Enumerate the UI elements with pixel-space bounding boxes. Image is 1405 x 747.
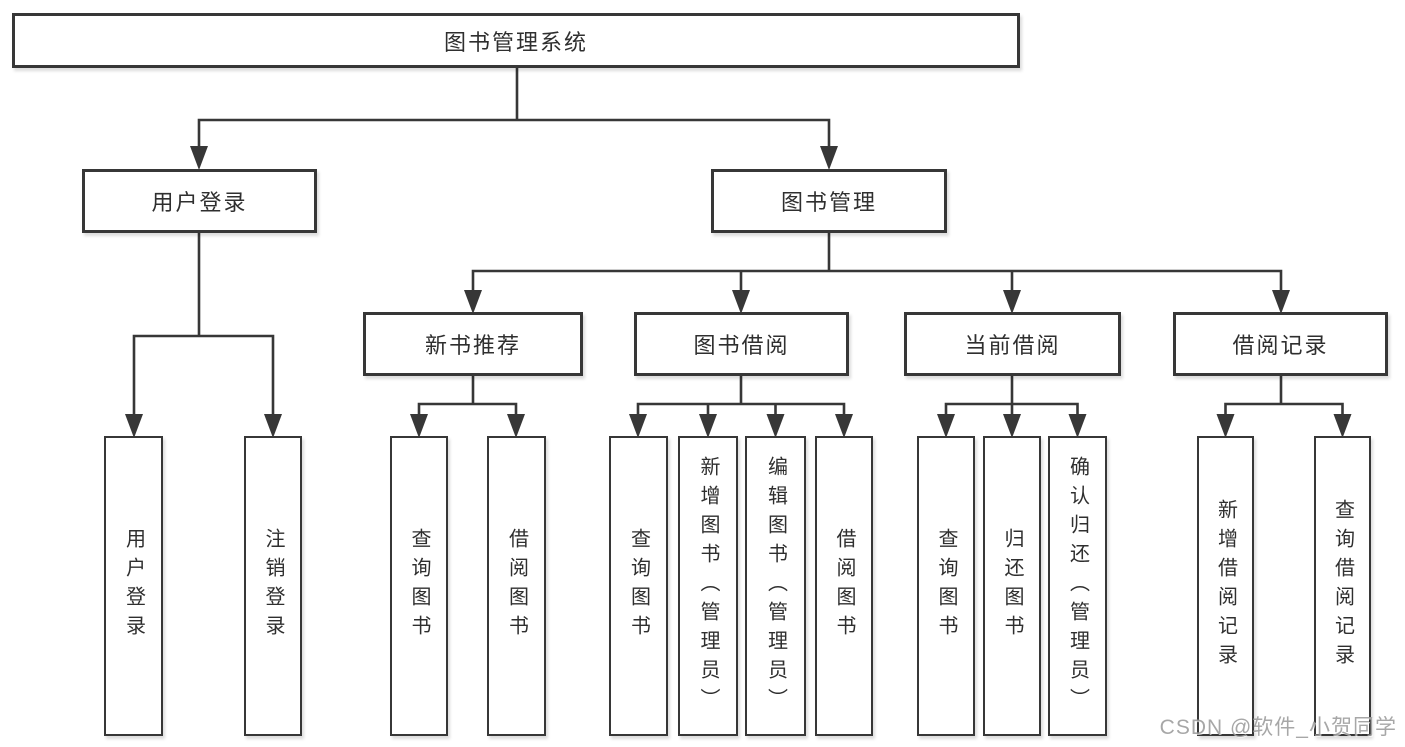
leaf-query-borrow-record-label: 查询借阅记录 [1331,499,1354,673]
node-branch-book-mgmt-label: 图书管理 [780,190,877,215]
node-branch-user-login: 用户登录 [82,169,317,233]
leaf-add-borrow-record: 新增借阅记录 [1197,436,1254,736]
connector-root-to-branches [190,66,838,170]
connector-line [197,66,831,152]
arrow-down-icon [410,414,428,438]
node-root-label: 图书管理系统 [443,29,588,55]
arrow-down-icon [1003,414,1021,438]
arrow-down-icon [1333,414,1352,438]
arrow-down-icon [835,414,853,438]
connector-line [132,231,275,418]
connector-line [944,374,1079,418]
node-root-system: 图书管理系统 [12,13,1020,68]
leaf-edit-books-admin-label: 编辑图书（管理员） [764,455,787,717]
leaf-logout: 注销登录 [244,436,302,736]
leaf-edit-books-admin: 编辑图书（管理员） [745,436,806,736]
node-group-current-borrow-label: 当前借阅 [964,333,1061,358]
node-branch-book-mgmt: 图书管理 [711,169,947,233]
node-group-borrow-records-label: 借阅记录 [1232,333,1329,358]
arrow-down-icon [507,414,525,438]
connector-line [471,231,1283,293]
leaf-borrow-query-books-label: 查询图书 [627,528,650,644]
connector-line [1224,374,1344,418]
leaf-current-query-books-label: 查询图书 [935,528,957,644]
arrow-down-icon [1272,290,1290,314]
arrow-down-icon [766,414,785,438]
leaf-user-login: 用户登录 [104,436,163,736]
node-group-book-borrow: 图书借阅 [634,312,849,376]
watermark: CSDN @软件_小贺同学 [1159,716,1397,739]
leaf-current-query-books: 查询图书 [917,436,975,736]
leaf-rec-borrow-books-label: 借阅图书 [505,528,528,644]
leaf-logout-label: 注销登录 [262,528,284,644]
arrow-down-icon [1068,414,1087,438]
connector-book-borrow-to-leaves [629,374,853,438]
leaf-borrow-books-label: 借阅图书 [833,528,855,644]
node-group-new-book-rec-label: 新书推荐 [424,333,521,358]
arrow-down-icon [1003,290,1021,314]
leaf-user-login-label: 用户登录 [122,528,145,644]
leaf-rec-query-books: 查询图书 [390,436,448,736]
arrow-down-icon [464,290,482,314]
leaf-return-books-label: 归还图书 [1001,528,1023,644]
node-group-borrow-records: 借阅记录 [1173,312,1388,376]
node-group-book-borrow-label: 图书借阅 [693,333,790,358]
arrow-down-icon [125,414,143,438]
leaf-confirm-return-admin: 确认归还（管理员） [1048,436,1107,736]
arrow-down-icon [820,146,838,170]
leaf-rec-query-books-label: 查询图书 [408,528,430,644]
connector-book-mgmt-to-groups [464,231,1290,314]
arrow-down-icon [937,414,955,438]
leaf-add-books-admin-label: 新增图书（管理员） [697,455,719,717]
connector-user-login-to-leaves [125,231,282,438]
leaf-add-borrow-record-label: 新增借阅记录 [1214,499,1237,673]
arrow-down-icon [629,414,647,438]
node-group-new-book-rec: 新书推荐 [363,312,583,376]
connector-new-book-rec-to-leaves [410,374,525,438]
leaf-rec-borrow-books: 借阅图书 [487,436,546,736]
arrow-down-icon [190,146,208,170]
leaf-add-books-admin: 新增图书（管理员） [678,436,738,736]
leaf-return-books: 归还图书 [983,436,1041,736]
node-branch-user-login-label: 用户登录 [151,190,248,215]
connector-borrow-records-to-leaves [1216,374,1352,438]
arrow-down-icon [732,290,750,314]
arrow-down-icon [699,414,717,438]
connector-line [636,374,846,418]
connector-current-borrow-to-leaves [937,374,1087,438]
arrow-down-icon [1216,414,1235,438]
leaf-borrow-books: 借阅图书 [815,436,873,736]
leaf-confirm-return-admin-label: 确认归还（管理员） [1066,455,1089,717]
leaf-borrow-query-books: 查询图书 [609,436,668,736]
arrow-down-icon [264,414,282,438]
connector-line [417,374,518,418]
node-group-current-borrow: 当前借阅 [904,312,1121,376]
leaf-query-borrow-record: 查询借阅记录 [1314,436,1371,736]
